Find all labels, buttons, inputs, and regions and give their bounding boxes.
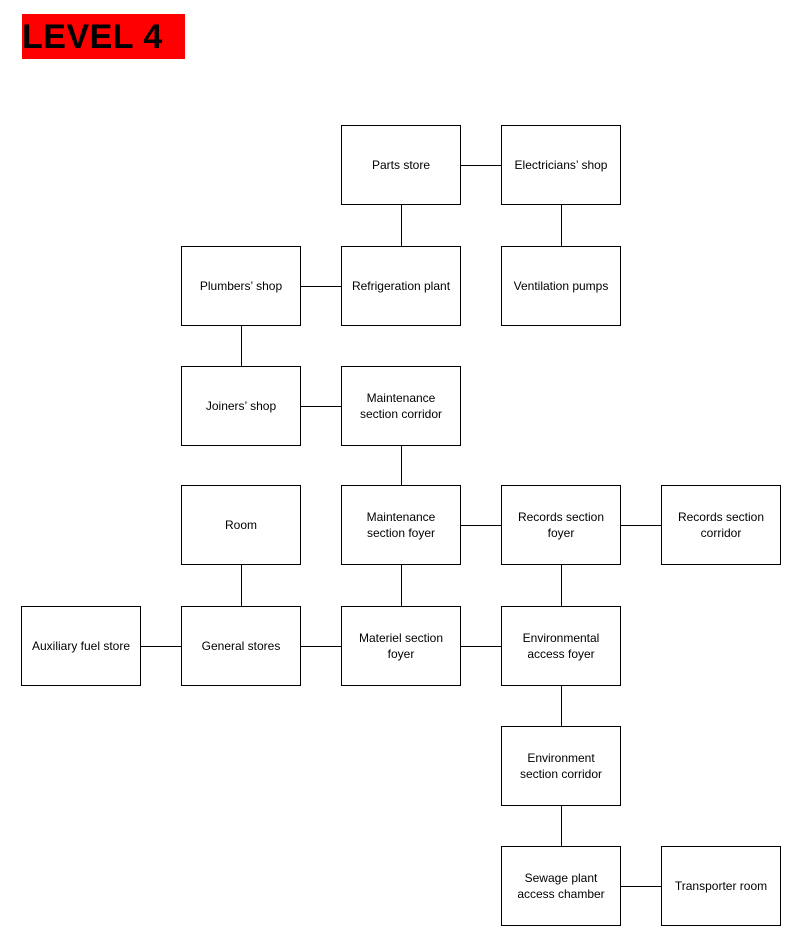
edge-materiel-foyer--environmental-access-foyer bbox=[461, 646, 501, 647]
edge-environmental-access-foyer--environment-corridor bbox=[561, 686, 562, 726]
node-joiners-shop[interactable]: Joiners’ shop bbox=[181, 366, 301, 446]
edge-joiners-shop--maintenance-section-corridor bbox=[301, 406, 341, 407]
edge-auxiliary-fuel-store--general-stores bbox=[141, 646, 181, 647]
edge-maintenance-foyer--records-foyer bbox=[461, 525, 501, 526]
node-refrigeration-plant[interactable]: Refrigeration plant bbox=[341, 246, 461, 326]
node-label: Room bbox=[224, 517, 257, 532]
node-materiel-section-foyer[interactable]: Materiel section foyer bbox=[341, 606, 461, 686]
node-label: Sewage plant access chamber bbox=[517, 870, 605, 901]
edge-records-foyer--records-corridor bbox=[621, 525, 661, 526]
node-label: Transporter room bbox=[674, 878, 768, 893]
edge-parts-store--refrigeration-plant bbox=[401, 205, 402, 246]
node-maintenance-section-corridor[interactable]: Maintenance section corridor bbox=[341, 366, 461, 446]
edge-plumbers-shop--refrigeration-plant bbox=[301, 286, 341, 287]
node-records-section-corridor[interactable]: Records section corridor bbox=[661, 485, 781, 565]
node-label: Ventilation pumps bbox=[513, 278, 609, 293]
edge-maintenance-foyer--materiel-foyer bbox=[401, 565, 402, 606]
node-parts-store[interactable]: Parts store bbox=[341, 125, 461, 205]
node-transporter-room[interactable]: Transporter room bbox=[661, 846, 781, 926]
node-label: Refrigeration plant bbox=[351, 278, 451, 293]
edge-electricians-shop--ventilation-pumps bbox=[561, 205, 562, 246]
edge-environment-corridor--sewage-plant-access-chamber bbox=[561, 806, 562, 846]
edge-parts-store--electricians-shop bbox=[461, 165, 501, 166]
node-label: General stores bbox=[201, 638, 281, 653]
node-label: Records section foyer bbox=[517, 509, 605, 540]
node-label: Plumbers’ shop bbox=[199, 278, 283, 293]
node-ventilation-pumps[interactable]: Ventilation pumps bbox=[501, 246, 621, 326]
node-label: Electricians’ shop bbox=[514, 157, 608, 172]
node-label: Maintenance section foyer bbox=[366, 509, 436, 540]
node-plumbers-shop[interactable]: Plumbers’ shop bbox=[181, 246, 301, 326]
edge-general-stores--materiel-foyer bbox=[301, 646, 341, 647]
node-maintenance-section-foyer[interactable]: Maintenance section foyer bbox=[341, 485, 461, 565]
node-room[interactable]: Room bbox=[181, 485, 301, 565]
edge-maintenance-corridor--maintenance-foyer bbox=[401, 446, 402, 486]
node-general-stores[interactable]: General stores bbox=[181, 606, 301, 686]
edge-room--general-stores bbox=[241, 565, 242, 606]
node-label: Joiners’ shop bbox=[205, 398, 277, 413]
node-label: Records section corridor bbox=[677, 509, 765, 540]
node-label: Maintenance section corridor bbox=[359, 390, 443, 421]
node-auxiliary-fuel-store[interactable]: Auxiliary fuel store bbox=[21, 606, 141, 686]
level-badge: LEVEL 4 bbox=[22, 14, 185, 59]
node-records-section-foyer[interactable]: Records section foyer bbox=[501, 485, 621, 565]
node-label: Auxiliary fuel store bbox=[31, 638, 131, 653]
edge-plumbers-shop--joiners-shop bbox=[241, 326, 242, 367]
node-electricians-shop[interactable]: Electricians’ shop bbox=[501, 125, 621, 205]
edge-sewage-plant-access-chamber--transporter-room bbox=[621, 886, 661, 887]
node-label: Materiel section foyer bbox=[358, 630, 444, 661]
node-label: Environmental access foyer bbox=[522, 630, 600, 661]
node-environmental-access-foyer[interactable]: Environmental access foyer bbox=[501, 606, 621, 686]
node-label: Parts store bbox=[371, 157, 431, 172]
edge-records-foyer--environmental-access-foyer bbox=[561, 565, 562, 606]
node-environment-section-corridor[interactable]: Environment section corridor bbox=[501, 726, 621, 806]
node-label: Environment section corridor bbox=[519, 750, 603, 781]
node-sewage-plant-access-chamber[interactable]: Sewage plant access chamber bbox=[501, 846, 621, 926]
